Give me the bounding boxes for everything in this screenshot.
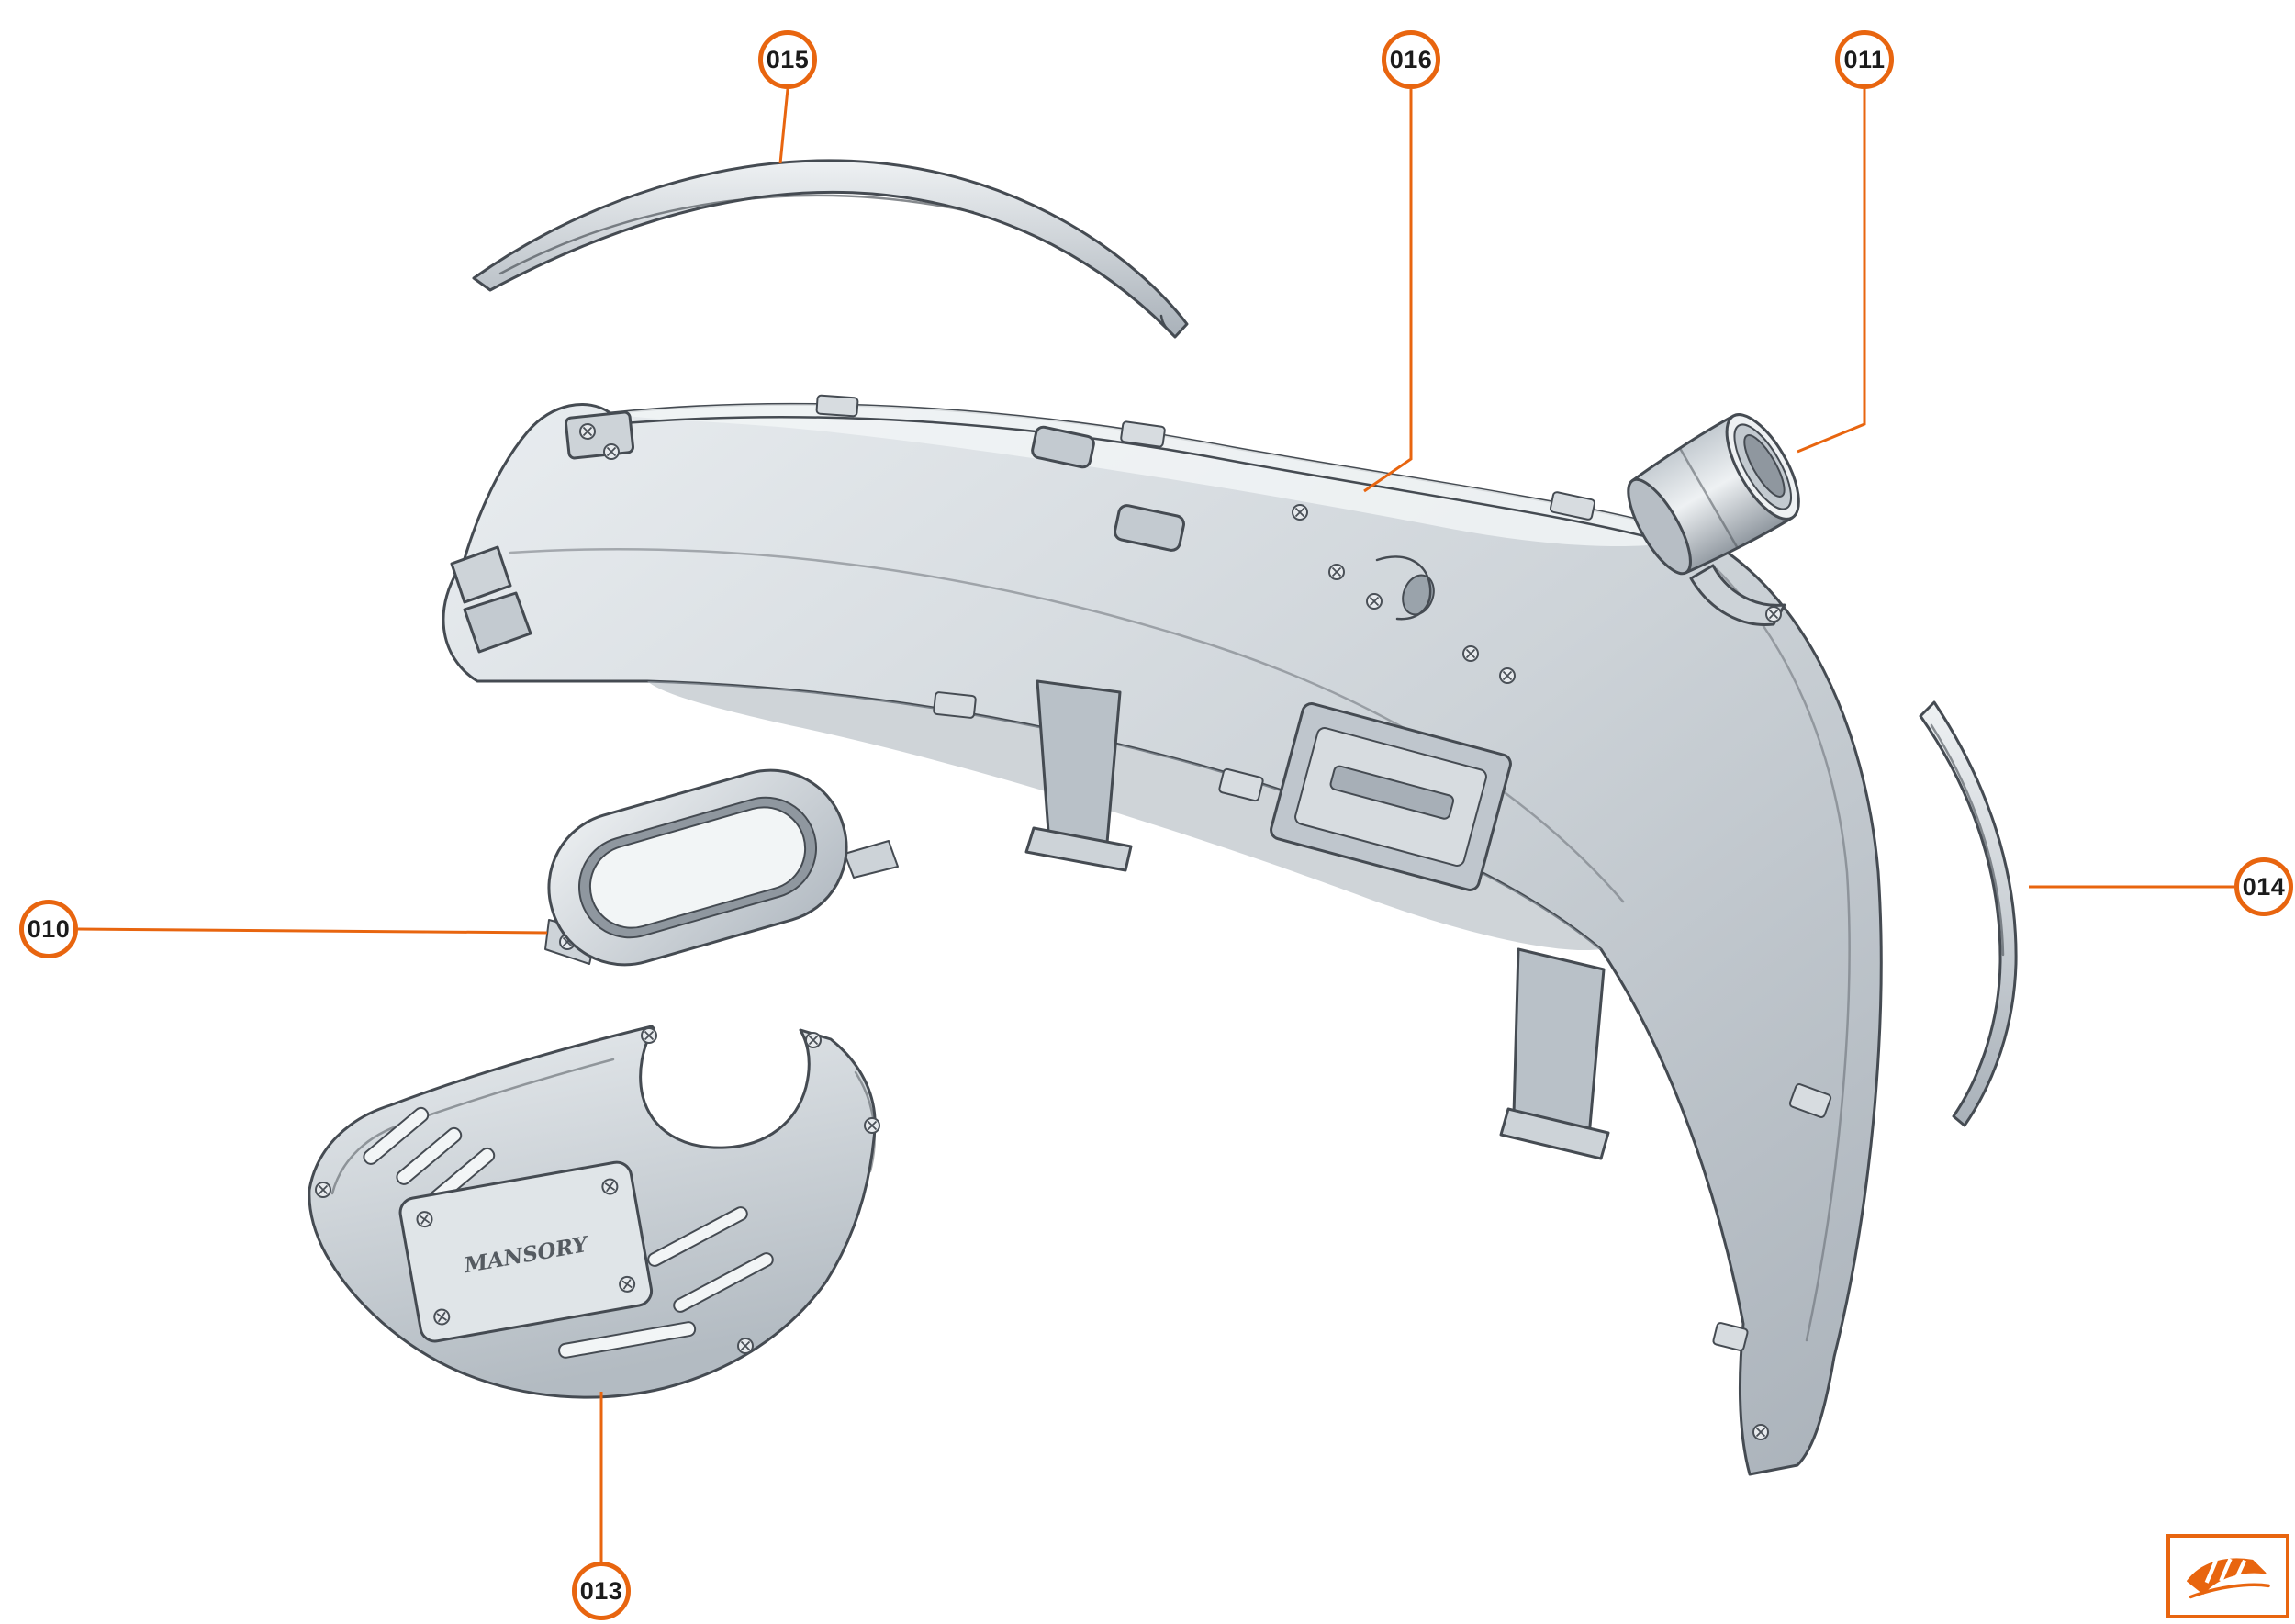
part-exhaust-actuator[interactable]	[1614, 404, 1813, 627]
actuator-strap	[1689, 564, 1786, 627]
callout-015[interactable]: 015	[758, 30, 817, 89]
bumper-section-icon	[2187, 1558, 2270, 1599]
callout-015-label: 015	[766, 45, 810, 73]
leader-line-015	[778, 88, 789, 164]
callout-011[interactable]: 011	[1835, 30, 1894, 89]
part-diffuser-panel[interactable]: MANSORY	[308, 1025, 880, 1399]
leader-lines	[77, 88, 2234, 1562]
part-upper-trim-strip[interactable]	[472, 159, 1189, 339]
callout-014-label: 014	[2242, 872, 2286, 901]
section-thumbnail[interactable]	[2166, 1534, 2289, 1618]
leader-line-011	[1797, 89, 1866, 454]
part-side-trim-strip[interactable]	[1919, 700, 2018, 1127]
bumper-shell-details	[450, 394, 1851, 1440]
callout-011-label: 011	[1843, 45, 1886, 73]
callout-013-label: 013	[579, 1576, 623, 1605]
part-bumper-shell[interactable]	[442, 394, 1883, 1476]
diffuser-details: MANSORY	[315, 1027, 880, 1359]
leader-line-010	[77, 927, 548, 935]
callout-010-label: 010	[27, 914, 71, 943]
part-exhaust-trim-ring[interactable]	[532, 753, 899, 983]
callout-014[interactable]: 014	[2234, 857, 2293, 916]
callout-013[interactable]: 013	[572, 1562, 631, 1620]
callout-016[interactable]: 016	[1382, 30, 1440, 89]
callout-016-label: 016	[1389, 45, 1433, 73]
leader-line-016	[1363, 89, 1413, 493]
callout-010[interactable]: 010	[19, 900, 78, 958]
